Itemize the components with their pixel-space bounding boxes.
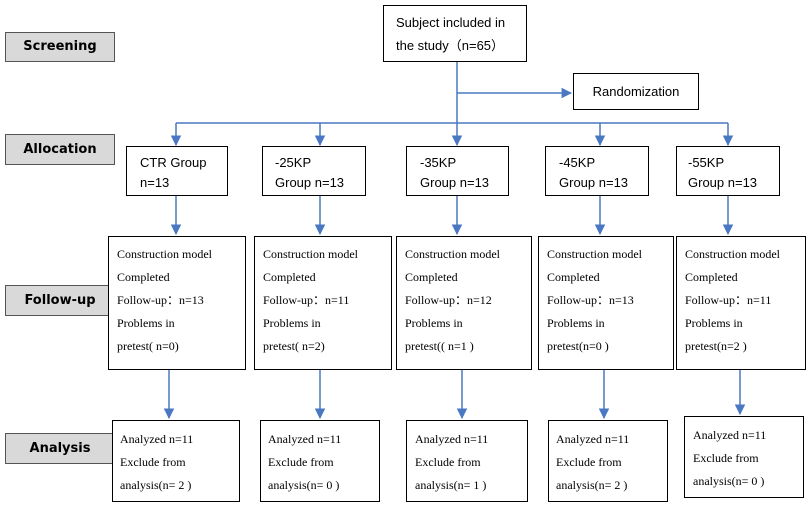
- analysis-box-45kp: Analyzed n=11 Exclude from analysis(n= 2…: [548, 420, 668, 502]
- stage-follow-up: Follow-up: [5, 285, 115, 316]
- group-count: n=13: [140, 175, 170, 190]
- followup-completed: Completed: [405, 270, 458, 284]
- followup-completed: Completed: [263, 270, 316, 284]
- group-box-45kp: -45KP Group n=13: [545, 146, 649, 196]
- analysis-analyzed: Analyzed n=11: [120, 432, 194, 446]
- group-box-35kp: -35KP Group n=13: [406, 146, 509, 196]
- analysis-exclude: Exclude from: [268, 455, 334, 469]
- followup-count: Follow-up：n=12: [405, 293, 492, 307]
- group-box-ctr: CTR Group n=13: [126, 146, 228, 196]
- analysis-exclude: Exclude from: [693, 451, 759, 465]
- followup-count: Follow-up：n=13: [547, 293, 634, 307]
- randomization-box: Randomization: [573, 73, 699, 110]
- analysis-analyzed: Analyzed n=11: [268, 432, 342, 446]
- followup-completed: Completed: [685, 270, 738, 284]
- followup-completed: Completed: [117, 270, 170, 284]
- followup-problems: Problems in: [117, 316, 175, 330]
- followup-problems: Problems in: [405, 316, 463, 330]
- followup-completed: Completed: [547, 270, 600, 284]
- group-name: -45KP: [559, 155, 596, 170]
- followup-pretest: pretest(n=0 ): [547, 339, 609, 353]
- analysis-excluded-count: analysis(n= 2 ): [556, 478, 628, 492]
- subject-line-2: the study（n=65）: [396, 38, 505, 53]
- analysis-excluded-count: analysis(n= 1 ): [415, 478, 487, 492]
- followup-count: Follow-up：n=13: [117, 293, 204, 307]
- group-count: Group n=13: [559, 175, 629, 190]
- followup-count: Follow-up：n=11: [685, 293, 772, 307]
- followup-construction: Construction model: [405, 247, 500, 261]
- analysis-analyzed: Analyzed n=11: [693, 428, 767, 442]
- followup-pretest: pretest( n=0): [117, 339, 179, 353]
- followup-construction: Construction model: [685, 247, 780, 261]
- analysis-analyzed: Analyzed n=11: [556, 432, 630, 446]
- subject-line-1: Subject included in: [396, 15, 506, 30]
- followup-construction: Construction model: [117, 247, 212, 261]
- analysis-analyzed: Analyzed n=11: [415, 432, 489, 446]
- analysis-box-ctr: Analyzed n=11 Exclude from analysis(n= 2…: [112, 420, 240, 502]
- followup-pretest: pretest( n=2): [263, 339, 325, 353]
- followup-box-55kp: Construction model Completed Follow-up：n…: [676, 236, 806, 370]
- analysis-exclude: Exclude from: [120, 455, 186, 469]
- followup-box-ctr: Construction model Completed Follow-up：n…: [108, 236, 246, 370]
- subject-included-box: Subject included in the study（n=65）: [383, 5, 527, 62]
- analysis-box-25kp: Analyzed n=11 Exclude from analysis(n= 0…: [260, 420, 380, 502]
- analysis-box-55kp: Analyzed n=11 Exclude from analysis(n= 0…: [684, 416, 804, 498]
- group-count: Group n=13: [275, 175, 345, 190]
- stage-allocation: Allocation: [5, 134, 115, 165]
- followup-box-25kp: Construction model Completed Follow-up：n…: [254, 236, 392, 370]
- followup-problems: Problems in: [547, 316, 605, 330]
- followup-pretest: pretest(( n=1 ): [405, 339, 474, 353]
- group-name: -35KP: [420, 155, 457, 170]
- analysis-excluded-count: analysis(n= 2 ): [120, 478, 192, 492]
- analysis-box-35kp: Analyzed n=11 Exclude from analysis(n= 1…: [406, 420, 528, 502]
- analysis-exclude: Exclude from: [415, 455, 481, 469]
- followup-count: Follow-up：n=11: [263, 293, 350, 307]
- followup-box-35kp: Construction model Completed Follow-up：n…: [396, 236, 532, 370]
- analysis-excluded-count: analysis(n= 0 ): [693, 474, 765, 488]
- followup-construction: Construction model: [263, 247, 358, 261]
- group-box-55kp: -55KP Group n=13: [676, 146, 780, 196]
- group-name: CTR Group: [140, 155, 207, 170]
- group-name: -55KP: [688, 155, 725, 170]
- stage-screening: Screening: [5, 32, 115, 62]
- group-count: Group n=13: [688, 175, 758, 190]
- group-box-25kp: -25KP Group n=13: [262, 146, 366, 196]
- analysis-excluded-count: analysis(n= 0 ): [268, 478, 340, 492]
- group-name: -25KP: [275, 155, 312, 170]
- group-count: Group n=13: [420, 175, 490, 190]
- followup-construction: Construction model: [547, 247, 642, 261]
- followup-box-45kp: Construction model Completed Follow-up：n…: [538, 236, 674, 370]
- followup-pretest: pretest(n=2 ): [685, 339, 747, 353]
- analysis-exclude: Exclude from: [556, 455, 622, 469]
- followup-problems: Problems in: [685, 316, 743, 330]
- followup-problems: Problems in: [263, 316, 321, 330]
- stage-analysis: Analysis: [5, 433, 115, 464]
